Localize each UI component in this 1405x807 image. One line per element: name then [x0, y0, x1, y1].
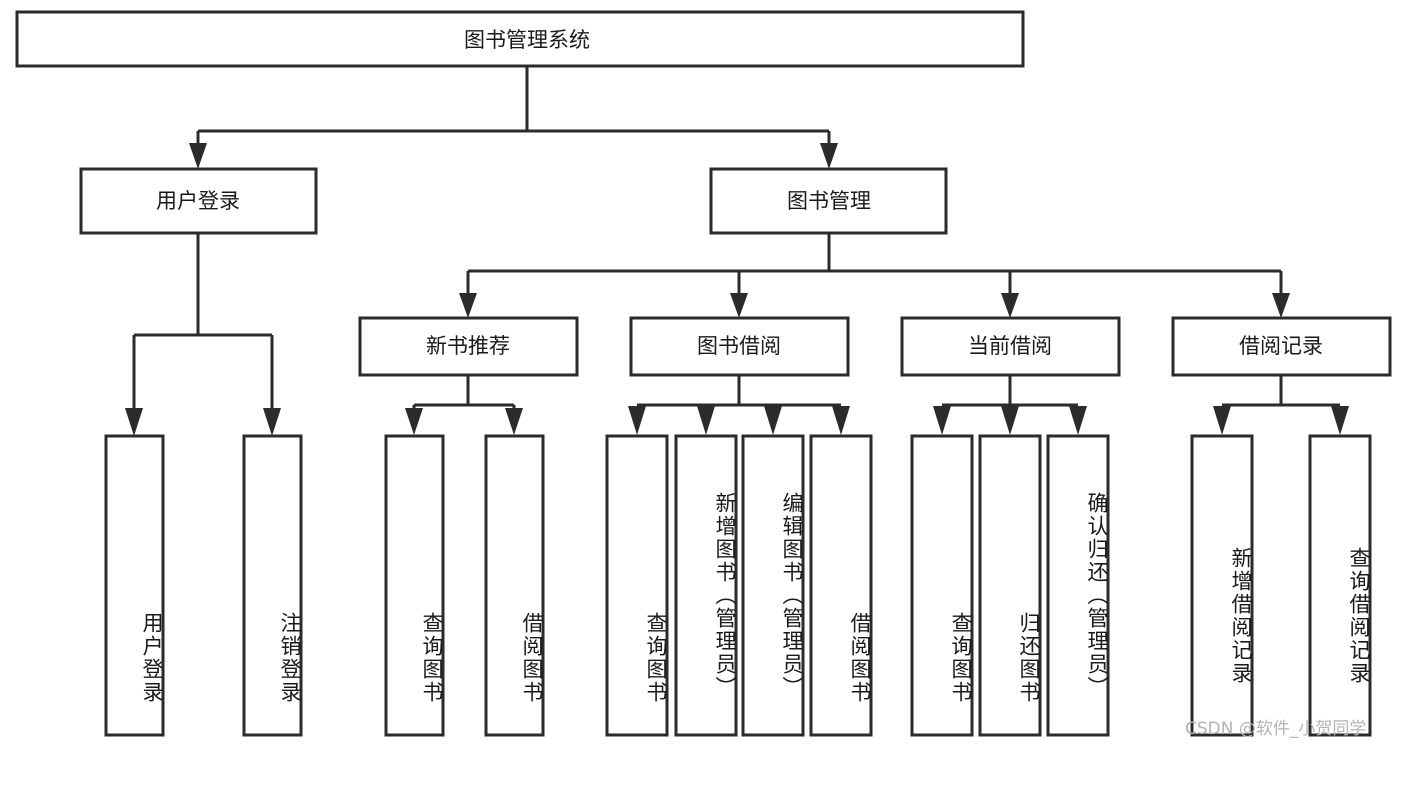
leaf-box-book-borrow-1[interactable]: [674, 434, 738, 737]
connector-group-record: [1213, 375, 1349, 435]
arrow-userlogin-leaf-1: [125, 408, 143, 436]
current-borrow-label: 当前借阅: [968, 334, 1052, 358]
arrow-borrow-leaf-1: [628, 406, 646, 435]
arrow-bookmgmt-to-record: [1272, 293, 1290, 318]
leaf-box-book-borrow-3[interactable]: [809, 434, 873, 737]
user-login-box[interactable]: [79, 167, 318, 235]
node-book-management[interactable]: 图书管理: [709, 167, 948, 235]
connector-group-current: [933, 375, 1087, 435]
leaf-group-current-borrow: [910, 434, 1110, 737]
arrow-root-to-userlogin: [189, 143, 207, 169]
arrow-borrow-leaf-2: [697, 406, 715, 435]
leaf-box-borrow-record-0[interactable]: [1190, 434, 1254, 737]
leaf-box-current-borrow-0[interactable]: [910, 434, 974, 737]
leaf-group-new-book-recommend: [384, 434, 545, 737]
leaf-box-user-login-0[interactable]: [104, 434, 165, 737]
new-book-recommend-box[interactable]: [358, 316, 579, 377]
arrow-bookmgmt-to-current: [1001, 293, 1019, 318]
node-borrow-record[interactable]: 借阅记录: [1171, 316, 1392, 377]
connector-group-bookmgmt: [459, 233, 1290, 318]
arrow-borrow-leaf-4: [832, 406, 850, 435]
arrow-borrow-leaf-3: [764, 406, 782, 435]
leaf-box-new-book-1[interactable]: [484, 434, 545, 737]
current-borrow-box[interactable]: [900, 316, 1121, 377]
arrow-current-leaf-1: [933, 406, 951, 435]
root-label: 图书管理系统: [464, 28, 590, 52]
node-user-login[interactable]: 用户登录: [79, 167, 318, 235]
leaf-group-user-login: [104, 434, 303, 737]
leaf-box-book-borrow-2[interactable]: [741, 434, 805, 737]
borrow-record-label: 借阅记录: [1239, 334, 1323, 358]
arrow-record-leaf-1: [1213, 406, 1231, 435]
book-borrow-box[interactable]: [629, 316, 850, 377]
node-root[interactable]: 图书管理系统: [15, 10, 1025, 68]
user-login-label: 用户登录: [156, 189, 240, 213]
leaf-box-current-borrow-1[interactable]: [978, 434, 1042, 737]
node-current-borrow[interactable]: 当前借阅: [900, 316, 1121, 377]
arrow-record-leaf-2: [1331, 406, 1349, 435]
root-box[interactable]: [15, 10, 1025, 68]
borrow-record-box[interactable]: [1171, 316, 1392, 377]
new-book-recommend-label: 新书推荐: [426, 334, 510, 358]
arrow-newbook-leaf-2: [505, 408, 523, 435]
node-new-book-recommend[interactable]: 新书推荐: [358, 316, 579, 377]
arrow-root-to-bookmgmt: [820, 143, 838, 169]
leaf-box-borrow-record-1[interactable]: [1308, 434, 1372, 737]
diagram-canvas: 图书管理系统 用户登录 图书管理 新书推荐 图书借阅 当前借阅 借阅记录: [15, 10, 1392, 737]
connector-group-newbook: [405, 375, 523, 435]
leaf-group-borrow-record: [1190, 434, 1372, 737]
flowchart-diagram: 图书管理系统 用户登录 图书管理 新书推荐 图书借阅 当前借阅 借阅记录: [15, 10, 1392, 739]
leaf-box-book-borrow-0[interactable]: [605, 434, 669, 737]
arrow-current-leaf-3: [1069, 406, 1087, 435]
book-management-label: 图书管理: [787, 189, 871, 213]
arrow-userlogin-leaf-2: [263, 408, 281, 436]
connector-group-userlogin: [125, 233, 281, 436]
connector-group-borrow: [628, 375, 850, 435]
arrow-bookmgmt-to-newbook: [459, 293, 477, 318]
csdn-watermark: CSDN @软件_小贺同学: [1185, 719, 1367, 739]
connector-group-root: [189, 66, 838, 169]
arrow-bookmgmt-to-borrow: [730, 293, 748, 318]
leaf-group-book-borrow: [605, 434, 873, 737]
leaf-box-new-book-0[interactable]: [384, 434, 445, 737]
arrow-newbook-leaf-1: [405, 408, 423, 435]
book-borrow-label: 图书借阅: [697, 334, 781, 358]
leaf-box-current-borrow-2[interactable]: [1046, 434, 1110, 737]
book-management-box[interactable]: [709, 167, 948, 235]
node-book-borrow[interactable]: 图书借阅: [629, 316, 850, 377]
leaf-box-user-login-1[interactable]: [242, 434, 303, 737]
arrow-current-leaf-2: [1001, 406, 1019, 435]
